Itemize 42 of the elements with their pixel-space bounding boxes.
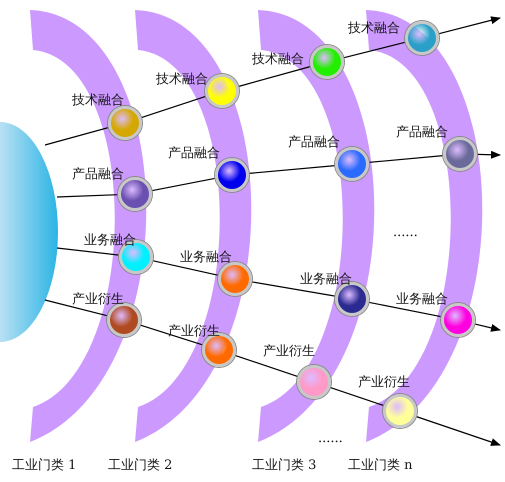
node-label: 业务融合 — [396, 292, 448, 307]
category-label: 工业门类 3 — [252, 458, 316, 473]
connector-line — [330, 386, 384, 406]
connector-line — [152, 260, 219, 276]
connector-line — [140, 96, 206, 118]
connector-line — [368, 302, 442, 318]
node-label: 产品融合 — [288, 135, 340, 150]
arrow — [474, 323, 501, 332]
node-label: 业务融合 — [300, 272, 352, 287]
arrow — [416, 416, 501, 446]
connector-line — [248, 165, 336, 174]
connector-line — [343, 42, 406, 58]
category-label: 工业门类 n — [348, 458, 413, 473]
arrow — [438, 16, 501, 34]
node-label: 产业衍生 — [263, 344, 315, 359]
node-label: 产业衍生 — [358, 375, 410, 390]
connector-line — [234, 354, 298, 378]
connector-line — [44, 299, 108, 316]
node-label: 业务融合 — [180, 250, 232, 265]
node-label: 产业衍生 — [72, 292, 124, 307]
node-label: 技术融合 — [252, 52, 304, 67]
category-label: 工业门类 1 — [12, 458, 76, 473]
node-label: 技术融合 — [348, 21, 400, 36]
connector-line — [56, 194, 118, 198]
node-label: 业务融合 — [84, 233, 136, 248]
node-label: 技术融合 — [156, 72, 208, 87]
ellipsis-text: ...... — [318, 431, 343, 446]
connector-line — [56, 247, 120, 256]
connector-line — [238, 66, 311, 88]
category-label: 工业门类 2 — [108, 458, 172, 473]
arrow — [476, 150, 501, 159]
connector-line — [152, 178, 216, 192]
connector-line — [140, 324, 203, 346]
node-label: 产品融合 — [168, 146, 220, 161]
node-label: 产品融合 — [396, 125, 448, 140]
connector-line — [252, 281, 336, 297]
node-label: 产品融合 — [72, 167, 124, 182]
node-label: 技术融合 — [72, 93, 124, 108]
node-label: 产业衍生 — [168, 324, 220, 339]
connector-line — [368, 155, 444, 163]
connector-line — [44, 126, 109, 146]
ellipsis-text: ...... — [393, 225, 418, 240]
